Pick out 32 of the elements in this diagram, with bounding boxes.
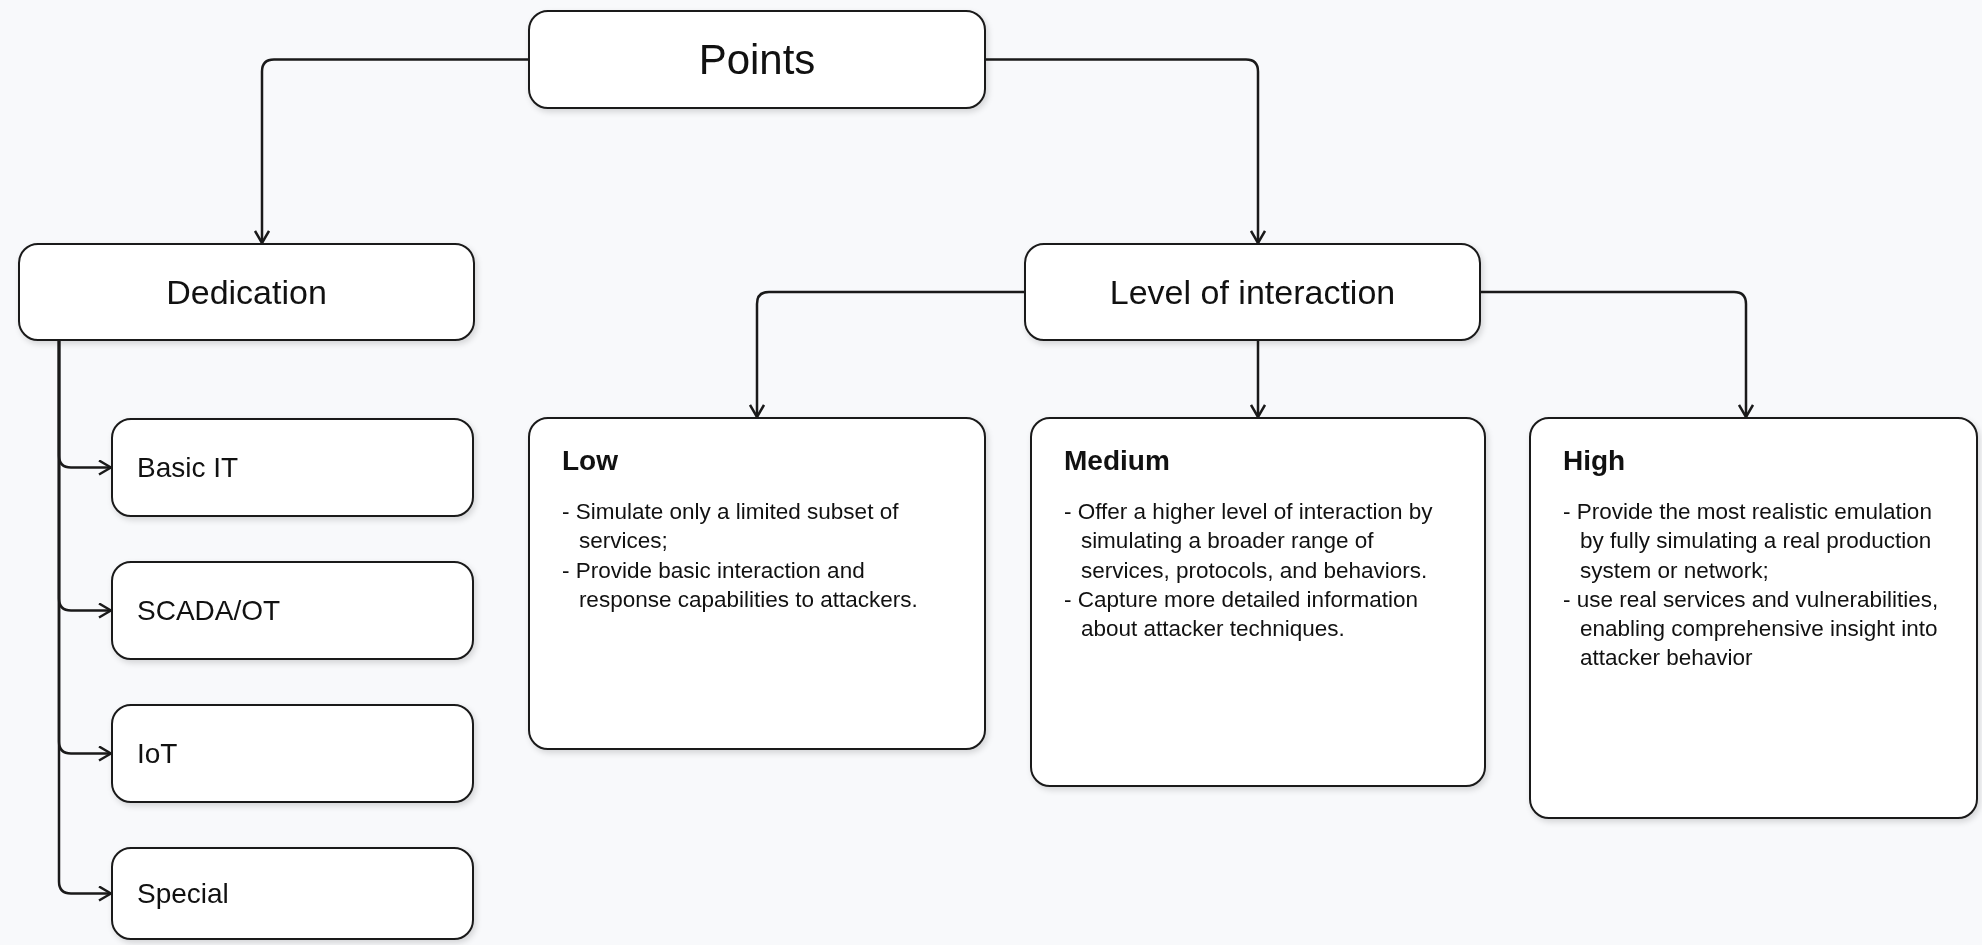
detail-card: [528, 417, 986, 750]
connector-arrow: [1481, 290, 1755, 419]
bullet-item: - Capture more detailed information about attacker techniques.: [1064, 585, 1419, 643]
connector-arrow: [986, 58, 1267, 245]
bullet-item: - Simulate only a limited subset of services;: [562, 498, 900, 556]
detail-card: [1529, 417, 1978, 819]
category-box: [111, 704, 474, 803]
card-heading: Medium: [1064, 445, 1171, 477]
node-label: Special: [137, 877, 229, 910]
bullet-item: - Provide basic interaction and response capabilities to attackers.: [562, 556, 919, 614]
category-box: [111, 418, 474, 517]
node-label: Points: [698, 35, 816, 84]
node-label: Level of interaction: [1109, 272, 1396, 312]
card-heading: High: [1563, 445, 1627, 477]
category-box: [111, 847, 474, 940]
node-label: IoT: [137, 737, 178, 770]
bullet-item: - Offer a higher level of interaction by simulating a broader range of services, protocols, and behaviors.: [1064, 498, 1434, 585]
bullet-item: - Provide the most realistic emulation by fully simulating a real production system or network;: [1563, 498, 1933, 585]
bullet-item: - use real services and vulnerabilities, enabling comprehensive insight into attacker behavior: [1563, 585, 1940, 673]
detail-card: [1030, 417, 1486, 787]
category-box: [18, 243, 475, 341]
category-box: [1024, 243, 1481, 341]
connector-arrow: [1249, 341, 1267, 419]
category-box: [111, 561, 474, 660]
node-label: SCADA/OT: [137, 594, 281, 627]
card-heading: Low: [562, 445, 619, 477]
category-box: [528, 10, 986, 109]
connector-arrow: [748, 290, 1024, 419]
node-label: Dedication: [166, 272, 327, 312]
connector-arrow: [57, 341, 113, 902]
connector-arrow: [253, 58, 528, 245]
node-label: Basic IT: [137, 451, 239, 484]
